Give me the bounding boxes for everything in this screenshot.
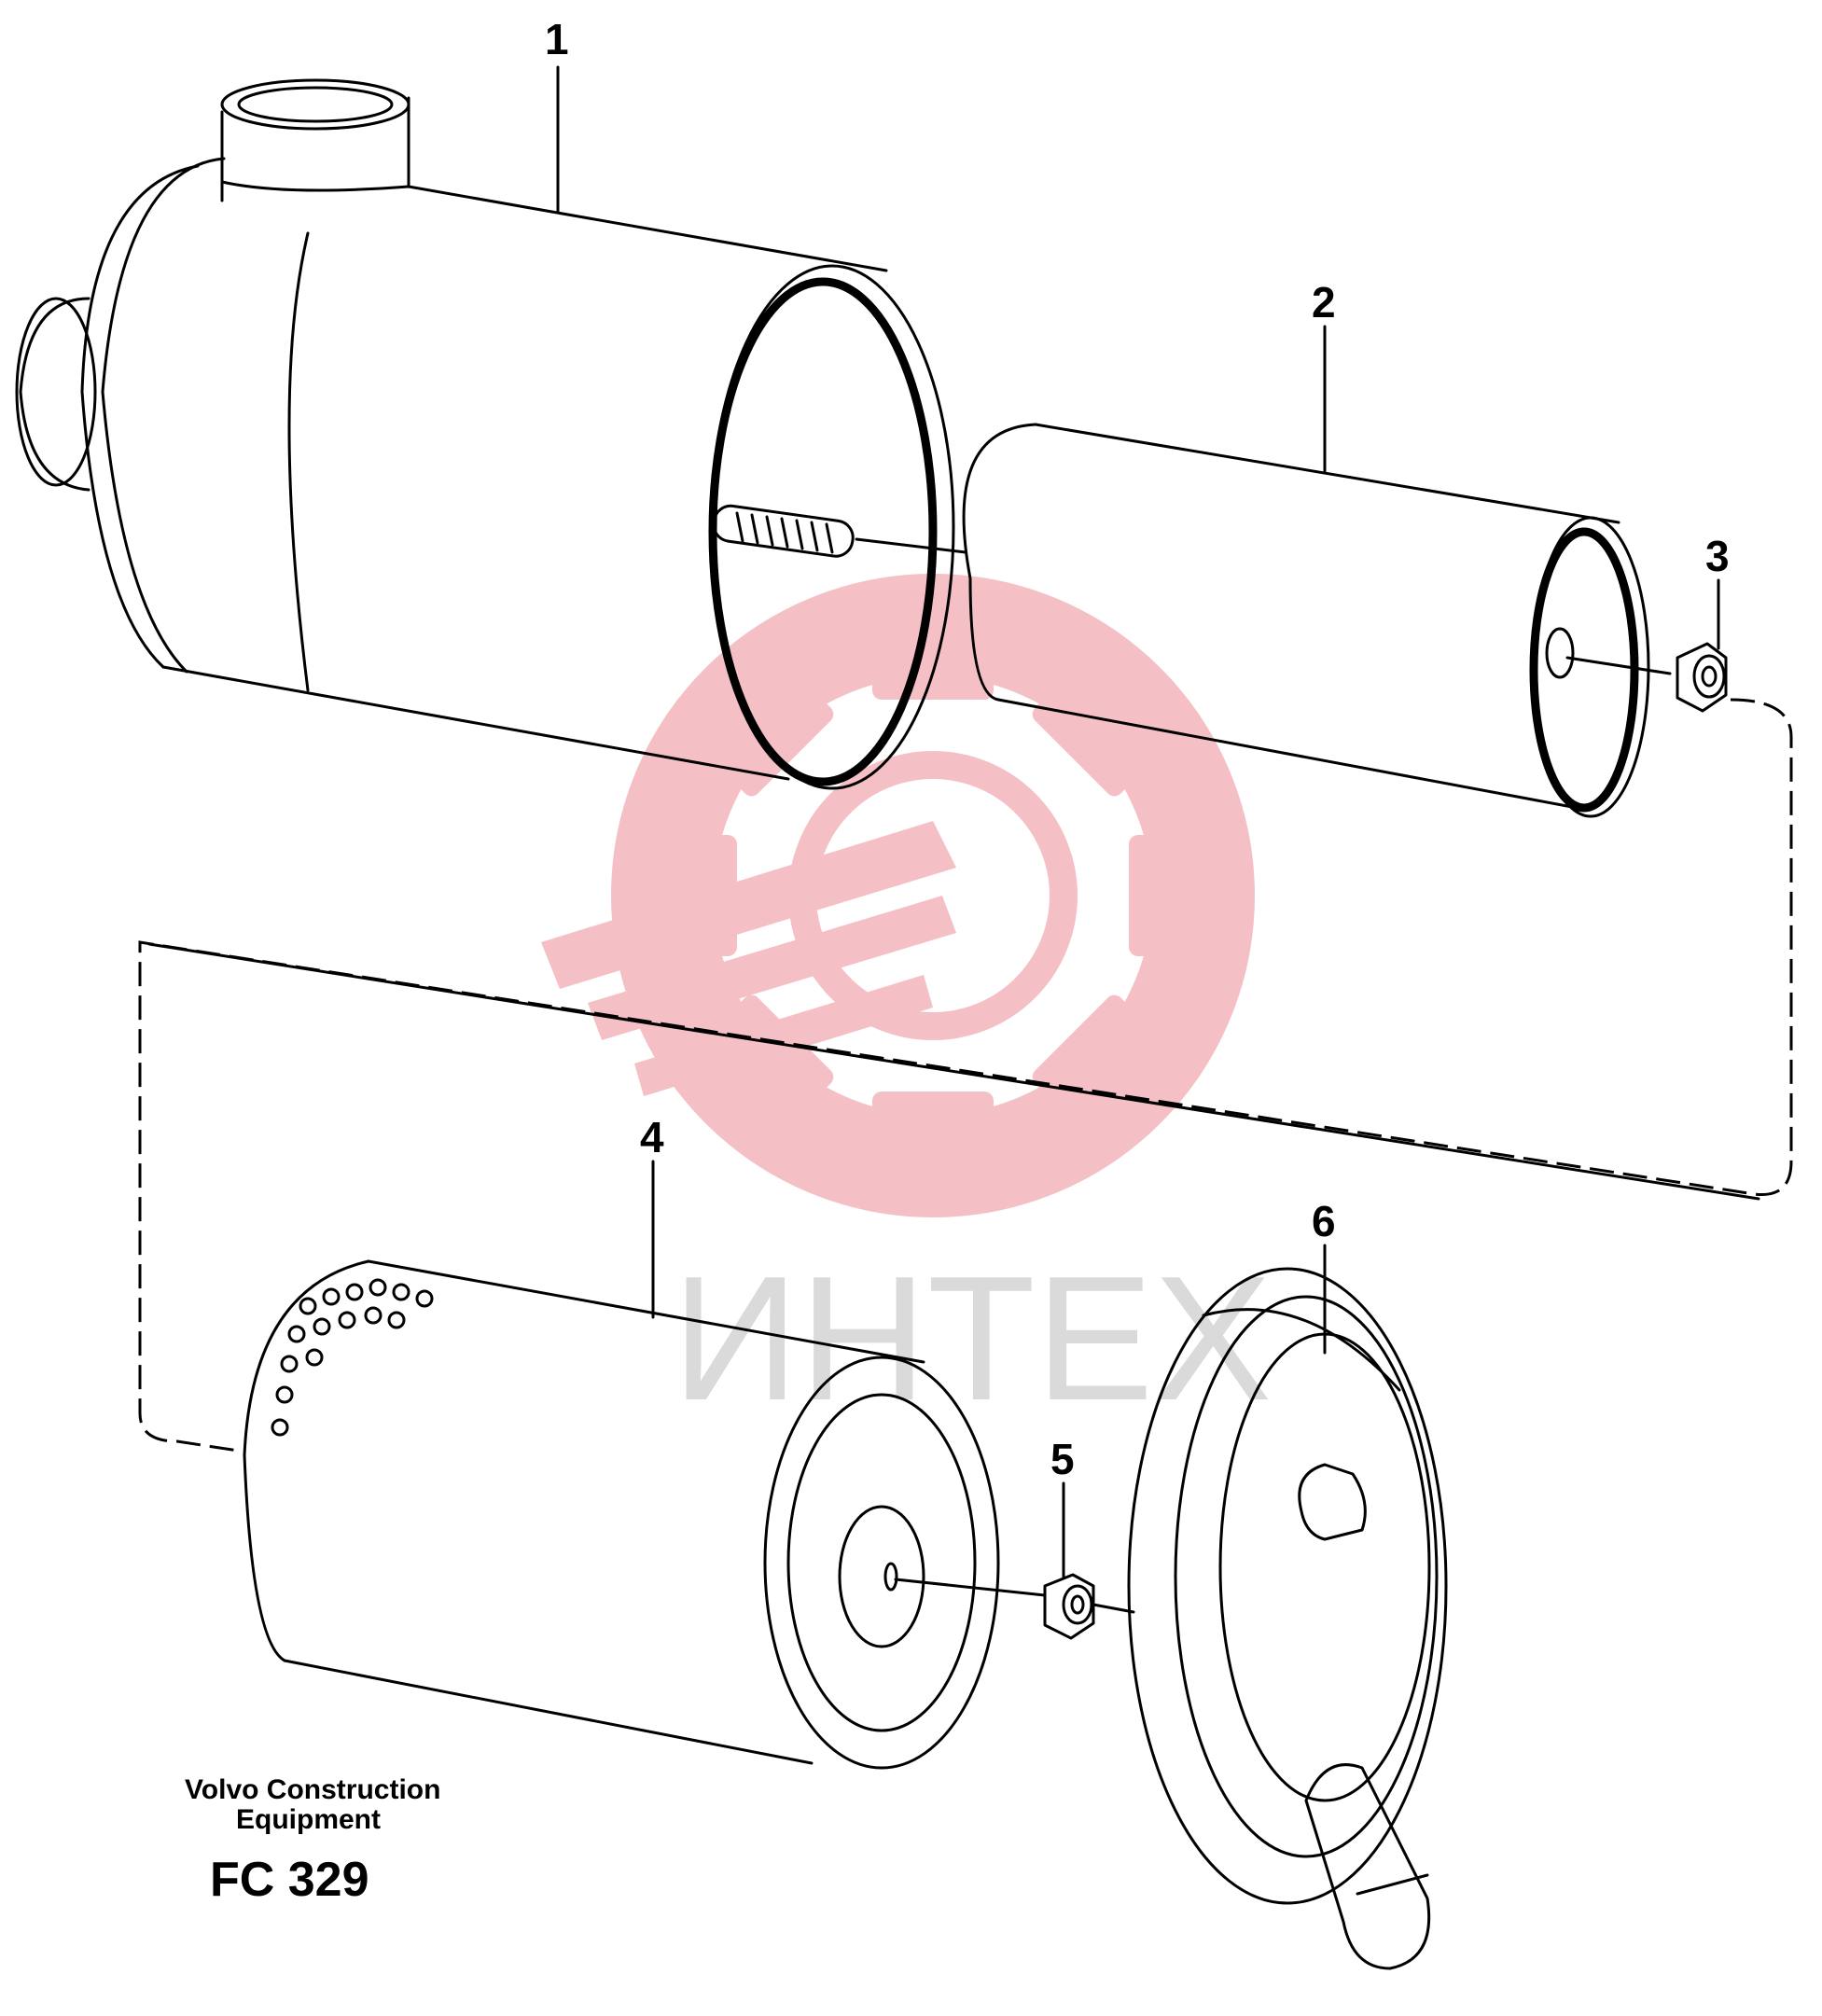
main-filter-cartridge: [243, 1259, 1047, 1770]
connection-dashed-line: [138, 698, 1793, 1453]
gear-icon: [541, 574, 1255, 1217]
nut-5: [1043, 1573, 1135, 1640]
connection-line: [147, 942, 1760, 1201]
nut-3: [1676, 642, 1728, 713]
callout-1: 1: [545, 15, 569, 63]
callout-3: 3: [1705, 532, 1730, 580]
figure-code: FC 329: [210, 1853, 369, 1907]
watermark-logo: ИНТЕХ: [541, 574, 1272, 1438]
caption-line-1: Volvo Construction: [185, 1774, 440, 1805]
leader-lines: [556, 65, 1720, 1578]
watermark-text: ИНТЕХ: [672, 1240, 1272, 1438]
callout-5: 5: [1050, 1435, 1075, 1483]
safety-filter-cartridge: [962, 423, 1672, 818]
caption-line-2: Equipment: [236, 1804, 381, 1835]
callout-2: 2: [1312, 278, 1336, 327]
air-filter-housing: [15, 78, 967, 790]
callout-6: 6: [1312, 1197, 1336, 1245]
callout-4: 4: [640, 1113, 664, 1161]
